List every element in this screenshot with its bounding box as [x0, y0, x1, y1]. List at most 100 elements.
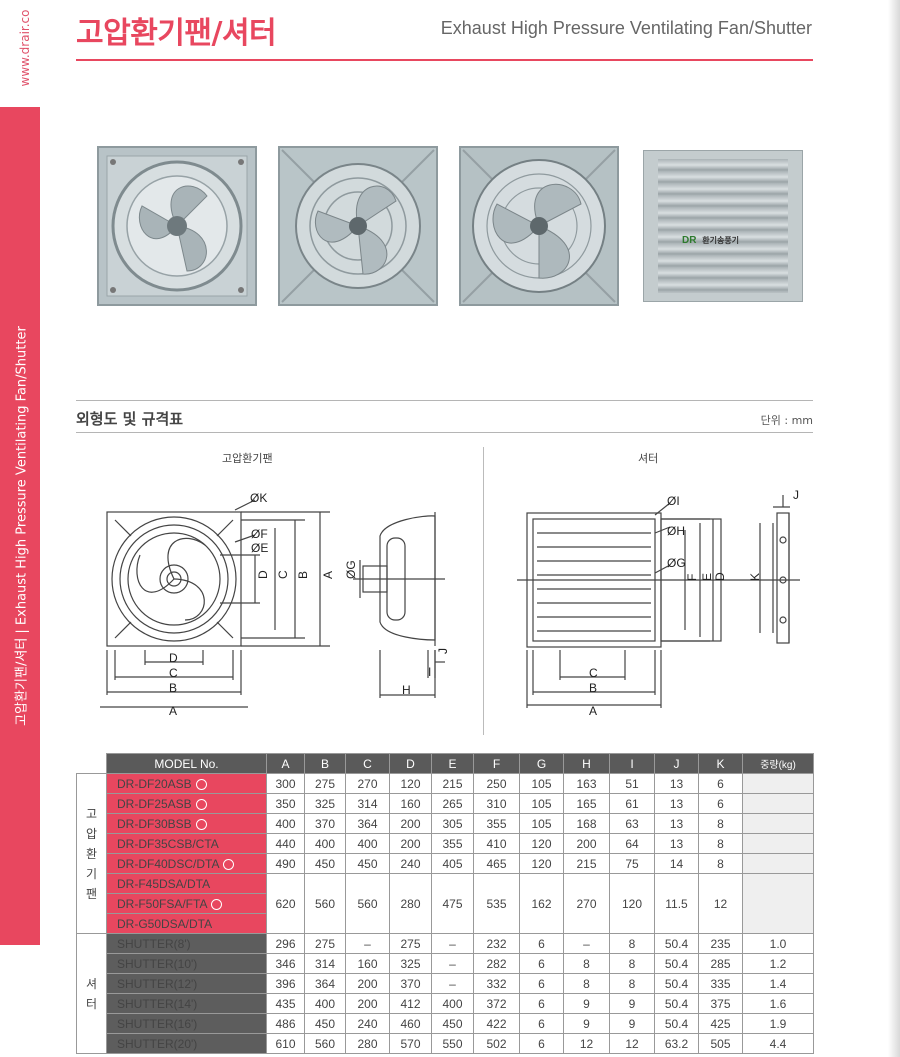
table-cell: 375 [698, 993, 743, 1014]
table-cell: 6 [698, 793, 743, 814]
header-d: D [389, 753, 432, 774]
table-cell: 560 [345, 873, 390, 934]
table-cell: 200 [389, 813, 432, 834]
model-name: SHUTTER(10') [117, 956, 198, 971]
table-cell: 8 [609, 933, 655, 954]
table-cell: 13 [654, 793, 699, 814]
table-cell: 280 [345, 1033, 390, 1054]
header-f: F [473, 753, 520, 774]
table-cell: 14 [654, 853, 699, 874]
table-cell: 200 [389, 833, 432, 854]
table-cell: 200 [345, 973, 390, 994]
fan-label-a-vert: A [321, 571, 335, 579]
table-cell: 12 [698, 873, 743, 934]
table-cell: 6 [519, 933, 564, 954]
table-cell: 13 [654, 813, 699, 834]
fan-technical-drawing: ØK ØF ØE D C B A ØG J I H D C B A [100, 491, 450, 718]
table-cell: – [431, 933, 474, 954]
table-cell: 396 [266, 973, 305, 994]
shutter-drawing-caption: 셔터 [638, 452, 659, 465]
shutter-label-f: F [685, 574, 699, 581]
table-cell: 12 [563, 1033, 610, 1054]
table-cell-empty [742, 813, 814, 834]
table-cell: 1.6 [742, 993, 814, 1014]
table-cell: 560 [304, 873, 346, 934]
table-cell: 325 [389, 953, 432, 974]
model-name: DR-DF40DSC/DTA [117, 856, 220, 871]
table-cell: 50.4 [654, 993, 699, 1014]
table-cell: 8 [609, 953, 655, 974]
model-cell: DR-F50FSA/FTA [106, 893, 267, 914]
table-cell: 372 [473, 993, 520, 1014]
table-cell: 250 [473, 773, 520, 794]
model-name: DR-DF30BSB [117, 816, 192, 831]
table-cell: 6 [519, 993, 564, 1014]
fan-photo-2 [278, 146, 438, 306]
table-cell: 285 [698, 953, 743, 974]
table-cell: 314 [345, 793, 390, 814]
table-cell: 200 [345, 993, 390, 1014]
section-title: 외형도 및 규격표 [76, 410, 184, 428]
table-cell: 4.4 [742, 1033, 814, 1054]
table-cell: 275 [304, 773, 346, 794]
table-cell: 105 [519, 793, 564, 814]
header-e: E [431, 753, 474, 774]
table-cell: 63.2 [654, 1033, 699, 1054]
table-cell: 200 [563, 833, 610, 854]
model-cell: SHUTTER(8') [106, 933, 267, 954]
table-cell: 486 [266, 1013, 305, 1034]
page-title: 고압환기팬/셔터 [76, 16, 277, 51]
model-cell: DR-DF20ASB [106, 773, 267, 794]
table-cell: 400 [304, 993, 346, 1014]
table-cell: 8 [563, 953, 610, 974]
table-cell-empty [742, 833, 814, 854]
table-cell: 1.4 [742, 973, 814, 994]
table-cell: 9 [563, 993, 610, 1014]
shutter-label-g: ØG [667, 556, 686, 570]
model-cell: DR-DF35CSB/CTA [106, 833, 267, 854]
fan-label-d-vert: D [256, 570, 270, 579]
table-cell: 620 [266, 873, 305, 934]
table-cell: 305 [431, 813, 474, 834]
model-cell: SHUTTER(10') [106, 953, 267, 974]
shutter-label-d: D [713, 572, 727, 581]
eco-mark-icon [223, 858, 235, 870]
eco-mark-icon [195, 818, 207, 830]
table-cell-empty [742, 773, 814, 794]
table-cell: – [431, 973, 474, 994]
table-cell: 505 [698, 1033, 743, 1054]
shutter-label-b: B [589, 681, 597, 695]
table-cell: 400 [304, 833, 346, 854]
model-name: DR-G50DSA/DTA [117, 916, 213, 931]
table-cell: 13 [654, 833, 699, 854]
table-cell: 235 [698, 933, 743, 954]
table-cell: 610 [266, 1033, 305, 1054]
table-cell: – [431, 953, 474, 974]
header-i: I [609, 753, 655, 774]
table-cell: 6 [519, 1033, 564, 1054]
fan-label-h: H [402, 683, 411, 697]
model-cell: DR-F45DSA/DTA [106, 873, 267, 894]
table-cell: 163 [563, 773, 610, 794]
eco-mark-icon [211, 898, 223, 910]
table-cell: 270 [345, 773, 390, 794]
table-cell: 275 [389, 933, 432, 954]
table-cell: 50.4 [654, 973, 699, 994]
table-cell: 105 [519, 773, 564, 794]
model-name: DR-DF25ASB [117, 796, 192, 811]
fan-label-b-vert: B [296, 571, 310, 579]
table-cell: 120 [389, 773, 432, 794]
eco-mark-icon [195, 798, 207, 810]
table-row: DR-G50DSA/DTA [77, 913, 814, 934]
table-cell: 50.4 [654, 953, 699, 974]
table-cell: 450 [304, 1013, 346, 1034]
table-cell: 215 [563, 853, 610, 874]
table-cell: 490 [266, 853, 305, 874]
shutter-logo-text: 환기송풍기 [702, 236, 740, 245]
table-cell: 61 [609, 793, 655, 814]
